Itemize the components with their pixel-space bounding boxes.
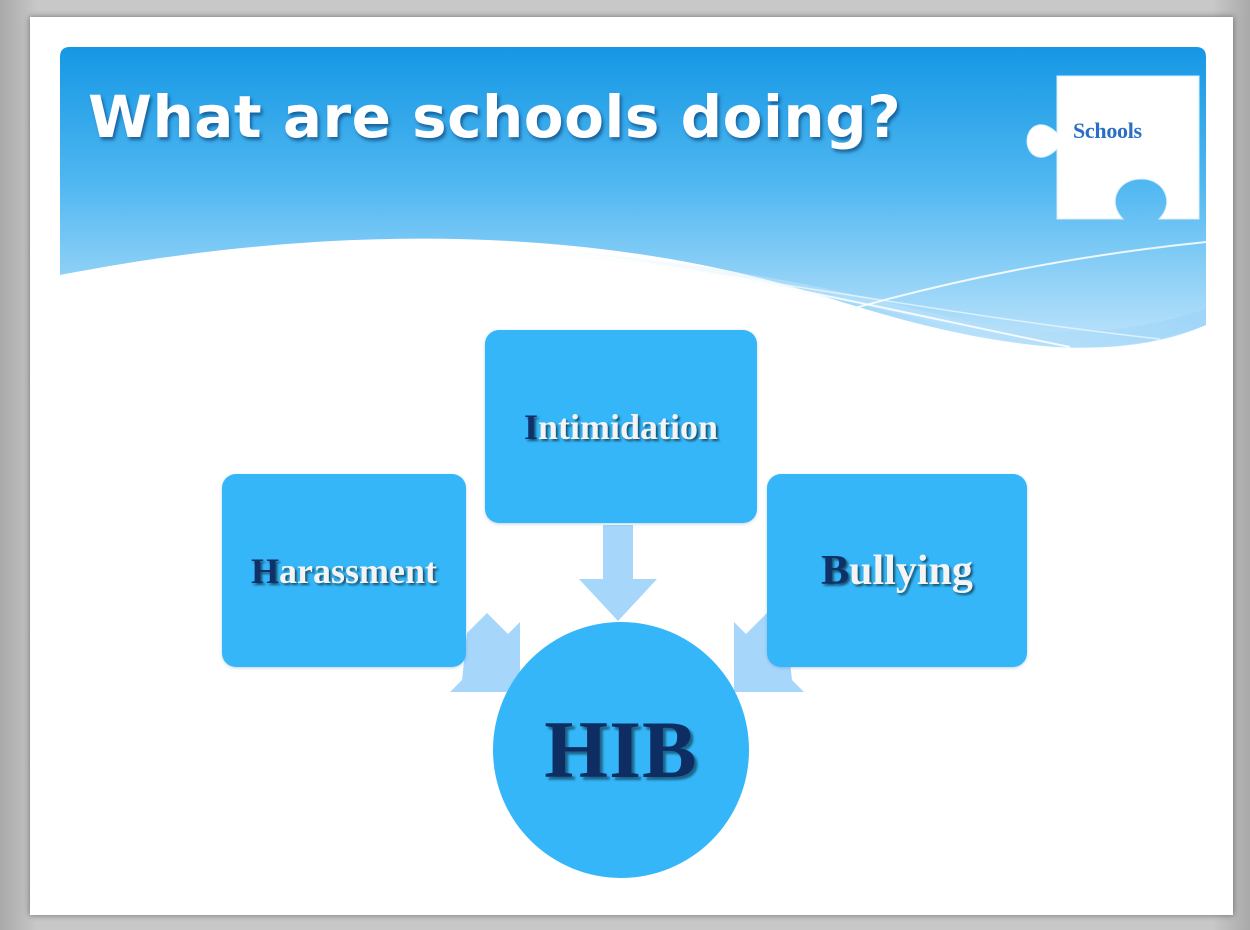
slide-title: What are schools doing? (88, 83, 902, 151)
puzzle-label: Schools (1073, 118, 1142, 143)
intimidation-label: Intimidation (524, 406, 718, 448)
bullying-initial: B (821, 547, 850, 594)
slide: What are schools doing? Schools Intimida… (30, 17, 1233, 915)
bullying-rest: ullying (849, 547, 973, 594)
harassment-label: Harassment (251, 550, 437, 592)
hib-label: HIB (544, 704, 698, 795)
harassment-rest: arassment (279, 550, 437, 591)
harassment-initial: H (251, 550, 280, 591)
bullying-label: Bullying (821, 547, 973, 595)
harassment-box: Harassment (222, 474, 466, 667)
bullying-box: Bullying (767, 474, 1027, 667)
intimidation-rest: ntimidation (537, 406, 719, 447)
intimidation-box: Intimidation (485, 330, 757, 523)
intimidation-initial: I (523, 406, 538, 447)
title-banner (60, 47, 1206, 357)
arrow-right-icon (450, 613, 520, 692)
arrow-down-icon (579, 525, 657, 621)
puzzle-piece-icon (1026, 75, 1200, 220)
hib-circle: HIB (493, 622, 749, 878)
